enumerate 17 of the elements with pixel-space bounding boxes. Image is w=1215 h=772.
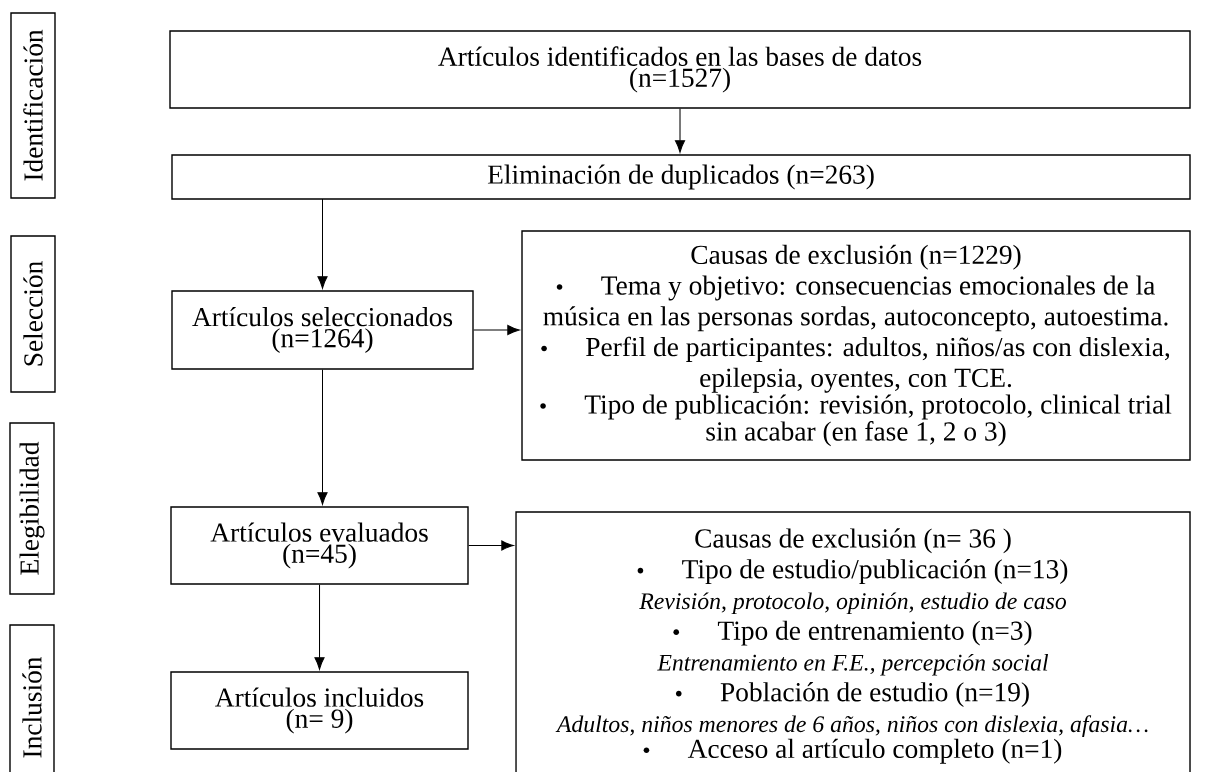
exclusion-box: Causas de exclusión (n=1229) Tema y objetivo: consecuencias emocionales de la música en las personas sordas, autoconcepto, autoestima. Perfil de participantes: adultos, niños/as con dislexia, epilepsia, oyentes, con TCE. Tipo de publicación: revisión, protocolo, clinical trial sin acabar (en fase 1, 2 o 3) (521, 230, 1191, 461)
process-box: Eliminación de duplicados (n=263) (171, 154, 1191, 200)
stage-label-box: Selección (10, 235, 56, 393)
process-box: Artículos evaluados (n=45) (170, 506, 469, 585)
arrow (314, 584, 325, 670)
process-box: Artículos identificados en las bases de datos (n=1527) (169, 30, 1191, 109)
stage-label-box: Inclusión (9, 624, 55, 772)
stage-label-box: Identificación (10, 12, 56, 199)
arrow (317, 369, 328, 505)
arrow (317, 198, 328, 289)
arrow (473, 324, 520, 336)
stage-label-box: Elegibilidad (9, 422, 55, 595)
arrow (674, 108, 686, 153)
process-box: Artículos seleccionados (n=1264) (171, 290, 474, 370)
arrow (468, 540, 514, 551)
process-box: Artículos incluidos (n= 9) (170, 671, 469, 750)
exclusion-box: Causas de exclusión (n= 36 ) Tipo de estudio/publicación (n=13) Revisión, protocolo, opinión, estudio de caso Tipo de entrenamiento (n=3) Entrenamiento en F.E., percepción social Población de estudio (n=19) Adultos, niños menores de 6 años, niños con dislexia, afasia… Acceso al artículo completo (n=1) (515, 511, 1191, 772)
